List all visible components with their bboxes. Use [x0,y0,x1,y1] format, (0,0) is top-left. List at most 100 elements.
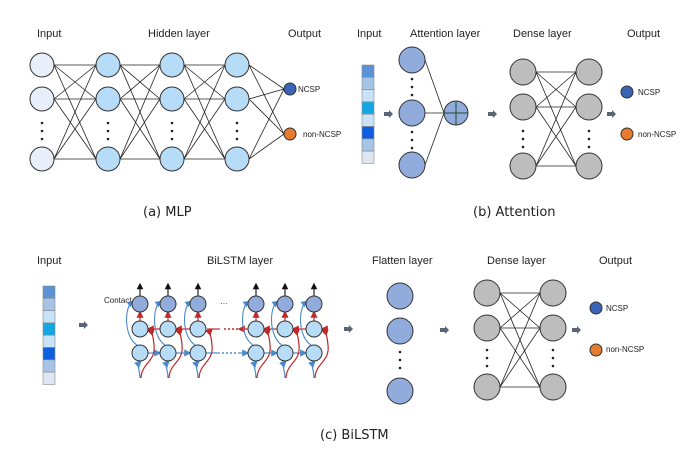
mlp-hidden-node [224,146,250,172]
dense-node [509,58,537,86]
mlp-output-ncsp-node [283,82,297,96]
input-forward-arrow [250,360,258,379]
dense-edge [499,292,541,388]
lstm-forward-node [159,344,177,362]
dense-node [575,93,603,121]
flatten-layer-label: Flatten layer [372,255,433,267]
bilstm-network [79,279,603,405]
attention-node [398,46,426,74]
dense-ellipsis-dots [587,145,591,149]
forward-to-output-arrow [126,300,138,346]
attention-ncsp-label: NCSP [638,88,660,97]
mlp-edge [248,88,285,100]
input-vector-cell [361,89,375,103]
lstm-backward-node [247,320,265,338]
mlp-edge [53,64,97,160]
mlp-edge [119,98,161,160]
dense-ellipsis-dots [551,364,555,368]
flatten-node [386,377,414,405]
mlp-output-label: Output [288,28,321,40]
lstm-forward-node [131,344,149,362]
flatten-ellipsis-dots [398,350,402,354]
dense-edge [499,327,541,388]
mlp-ellipsis-dots [235,129,239,133]
bilstm-input-vector [42,285,56,385]
mlp-edge [183,64,226,160]
attention-ellipsis-dots [410,77,414,81]
bilstm-output-non-ncsp-node [589,343,603,357]
input-vector-cell [361,77,375,90]
attention-edge [424,59,445,114]
input-vector-cell [361,126,375,140]
attention-ellipsis-dots [410,85,414,89]
lstm-backward-node [131,320,149,338]
attention-node [398,99,426,127]
mlp-edges [53,64,285,160]
dense-ellipsis-dots [521,145,525,149]
bilstm-caption: (c) BiLSTM [320,428,389,443]
lstm-backward-node [276,320,294,338]
lstm-output-node [276,295,294,313]
attention-output-non-ncsp-node [620,127,634,141]
attention-input-vector [361,64,375,164]
mlp-ellipsis-dots [106,129,110,133]
flatten-ellipsis-dots [398,358,402,362]
input-backward-arrow [256,329,271,379]
lstm-backward-node [189,320,207,338]
input-backward-arrow [314,329,329,379]
mlp-hidden-label: Hidden layer [148,28,210,40]
attention-output-ncsp-node [620,85,634,99]
mlp-edge [183,64,226,100]
mlp-edge [53,98,97,160]
block-arrow-icon [79,321,88,329]
mlp-hidden-node [95,52,121,78]
attention-network [384,46,634,180]
lstm-forward-node [276,344,294,362]
input-vector-cell [361,113,375,127]
block-arrow-icon [607,110,616,118]
mlp-input-node [29,146,55,172]
mlp-hidden-node [95,146,121,172]
mlp-input-node [29,86,55,112]
dense-ellipsis-dots [485,364,489,368]
input-vector-cell [42,310,56,324]
mlp-ellipsis-dots [235,137,239,141]
forward-to-output-arrow [242,300,254,346]
flatten-node [386,282,414,310]
dense-ellipsis-dots [485,348,489,352]
mlp-edge [248,64,285,90]
lstm-output-node [189,295,207,313]
dense-ellipsis-dots [587,129,591,133]
bilstm-ellipsis: ··· [220,299,228,308]
flatten-ellipsis-dots [398,366,402,370]
input-forward-arrow [279,360,287,379]
block-arrow-icon [440,326,449,334]
lstm-output-node [247,295,265,313]
dense-ellipsis-dots [551,348,555,352]
mlp-edge [119,64,161,100]
mlp-ncsp-label: NCSP [298,85,320,94]
mlp-non-ncsp-label: non-NCSP [303,130,341,139]
dense-node [539,279,567,307]
input-vector-cell [361,64,375,78]
input-vector-cell [42,371,56,385]
block-arrow-icon [344,325,353,333]
block-arrow-icon [572,326,581,334]
dense-ellipsis-dots [521,137,525,141]
input-backward-arrow [168,329,183,379]
lstm-output-node [159,295,177,313]
attention-ellipsis-dots [410,130,414,134]
attention-input-label: Input [357,28,381,40]
lstm-forward-node [247,344,265,362]
attention-ellipsis-dots [410,146,414,150]
attention-ellipsis-dots [410,93,414,97]
mlp-edge [248,64,285,135]
dense-node [473,279,501,307]
mlp-output-non-ncsp-node [283,127,297,141]
mlp-caption: (a) MLP [143,205,192,220]
dense-node [575,152,603,180]
mlp-hidden-node [159,146,185,172]
bilstm-layer-label: BiLSTM layer [207,255,273,267]
input-vector-cell [42,334,56,348]
